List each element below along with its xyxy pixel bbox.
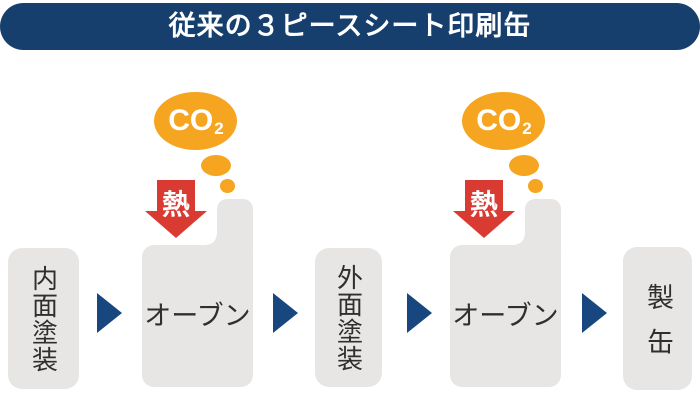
heat-down-arrow-icon: 熱 (453, 180, 515, 238)
process-box-oven-2: オーブン (450, 245, 561, 387)
flow-arrow-icon (407, 293, 432, 333)
co2-subscript: 2 (522, 118, 532, 138)
thought-bubble-dot-small (528, 179, 543, 193)
co2-label: CO (168, 104, 214, 137)
process-box-outer-coating: 外面塗装 (315, 248, 382, 387)
heat-arrow-head (145, 211, 207, 238)
heat-label: 熱 (469, 189, 498, 220)
flow-arrow-icon (582, 293, 607, 333)
flow-arrow-icon (273, 293, 298, 333)
heat-arrow-shaft (157, 180, 195, 211)
process-label-oven-1: オーブン (144, 300, 251, 331)
process-label-outer-coating: 外面塗装 (333, 263, 364, 372)
oven-chimney-fillet (515, 235, 525, 245)
heat-label: 熱 (161, 189, 190, 220)
process-label-inner-coating: 内面塗装 (28, 264, 59, 373)
process-box-oven-1: オーブン (142, 245, 253, 387)
process-label-oven-2: オーブン (452, 300, 559, 331)
flow-arrow-icon (97, 293, 122, 333)
heat-arrow-shaft (465, 180, 503, 211)
thought-bubble-dot-small (220, 179, 235, 193)
title-banner: 従来の３ピースシート印刷缶 (0, 3, 700, 50)
page-title: 従来の３ピースシート印刷缶 (168, 11, 532, 41)
process-box-inner-coating: 内面塗装 (8, 248, 79, 389)
process-box-can-making: 製缶 (623, 247, 692, 390)
heat-down-arrow-icon: 熱 (145, 180, 207, 238)
thought-bubble-dot-large (509, 155, 539, 176)
co2-label: CO (476, 104, 522, 137)
oven-chimney-fillet (207, 235, 217, 245)
heat-arrow-head (453, 211, 515, 238)
thought-bubble-dot-large (201, 155, 231, 176)
co2-subscript: 2 (214, 118, 224, 138)
process-label-can-making: 製缶 (643, 282, 673, 373)
